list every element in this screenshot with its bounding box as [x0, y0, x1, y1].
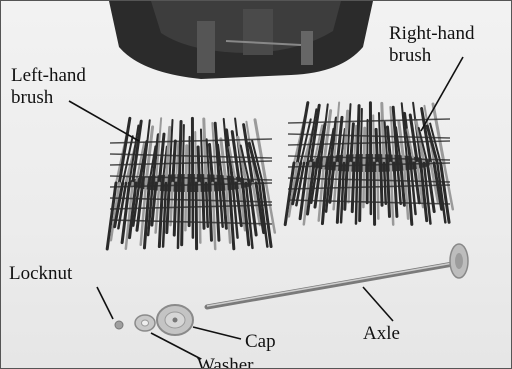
leader-locknut — [97, 287, 113, 319]
axle-part — [207, 244, 468, 307]
left-hand-brush-label-line2: brush — [11, 87, 53, 108]
leader-cap — [193, 327, 241, 339]
leader-axle — [363, 287, 393, 321]
right-hand-brush-label-line1: Right-hand — [389, 23, 475, 44]
left-hand-brush-label-line1: Left-hand — [11, 65, 86, 86]
locknut-label: Locknut — [9, 263, 72, 285]
cap-label: Cap — [245, 331, 276, 353]
axle-label: Axle — [363, 323, 400, 345]
leader-washer — [151, 333, 201, 359]
locknut-part — [115, 321, 123, 329]
right-hand-brush-label: Right-hand brush — [389, 23, 475, 67]
left-hand-brush-label: Left-hand brush — [11, 65, 86, 109]
washer-part — [135, 315, 155, 331]
cap-part — [157, 305, 193, 335]
washer-label: Washer — [197, 355, 254, 369]
sweeper-housing — [109, 1, 373, 79]
right-hand-brush-label-line2: brush — [389, 45, 431, 66]
